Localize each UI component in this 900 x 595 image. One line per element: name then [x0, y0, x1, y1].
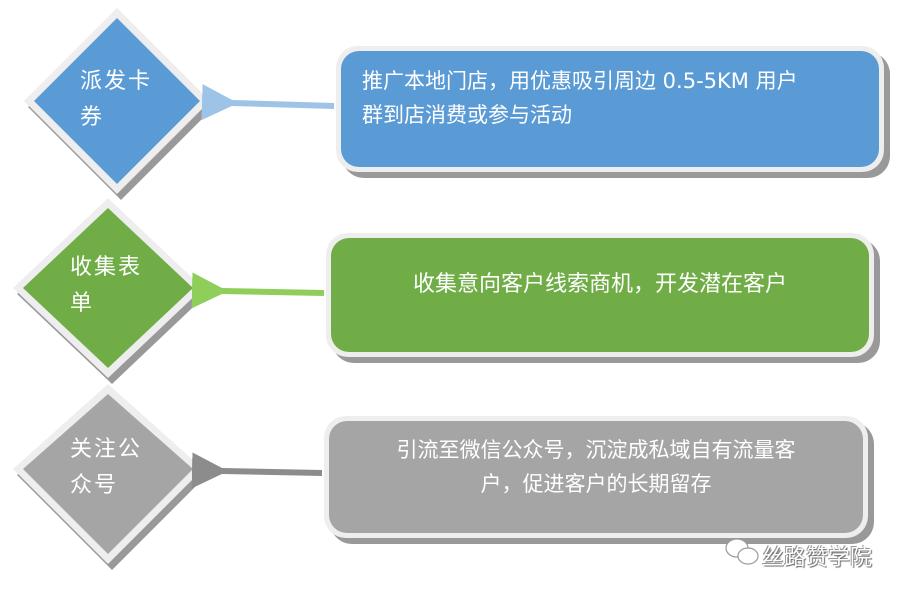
watermark: 丝路赞学院: [762, 546, 873, 571]
box-1: [336, 46, 890, 178]
box-1-line-1: 推广本地门店，用优惠吸引周边 0.5-5KM 用户: [362, 69, 798, 93]
box-2-line-1: 收集意向客户线索商机，开发潜在客户: [412, 272, 787, 297]
box-2: [326, 233, 880, 363]
arrow-2: [191, 272, 325, 309]
wechat-icon: [725, 538, 759, 565]
diamond-1: [24, 8, 214, 200]
box-3-line-1: 引流至微信公众号，沉淀成私域自有流量客: [396, 438, 796, 462]
diamond-3: [13, 384, 207, 570]
box-3-text: 引流至微信公众号，沉淀成私域自有流量客户，促进客户的长期留存: [329, 433, 863, 501]
box-1-line-2: 群到店消费或参与活动: [362, 103, 572, 127]
box-2-text: 收集意向客户线索商机，开发潜在客户: [331, 268, 869, 302]
arrow-1: [201, 84, 335, 121]
box-1-text: 推广本地门店，用优惠吸引周边 0.5-5KM 用户群到店消费或参与活动: [362, 64, 798, 132]
diamond-2: [13, 198, 207, 384]
diamond-3-label: 关注公众号: [70, 437, 143, 498]
arrow-3: [191, 452, 323, 489]
diamond-2-label: 收集表单: [70, 255, 143, 316]
diamond-1-label: 派发卡券: [80, 69, 153, 130]
box-3: [324, 416, 874, 544]
box-3-line-2: 户，促进客户的长期留存: [480, 472, 712, 496]
